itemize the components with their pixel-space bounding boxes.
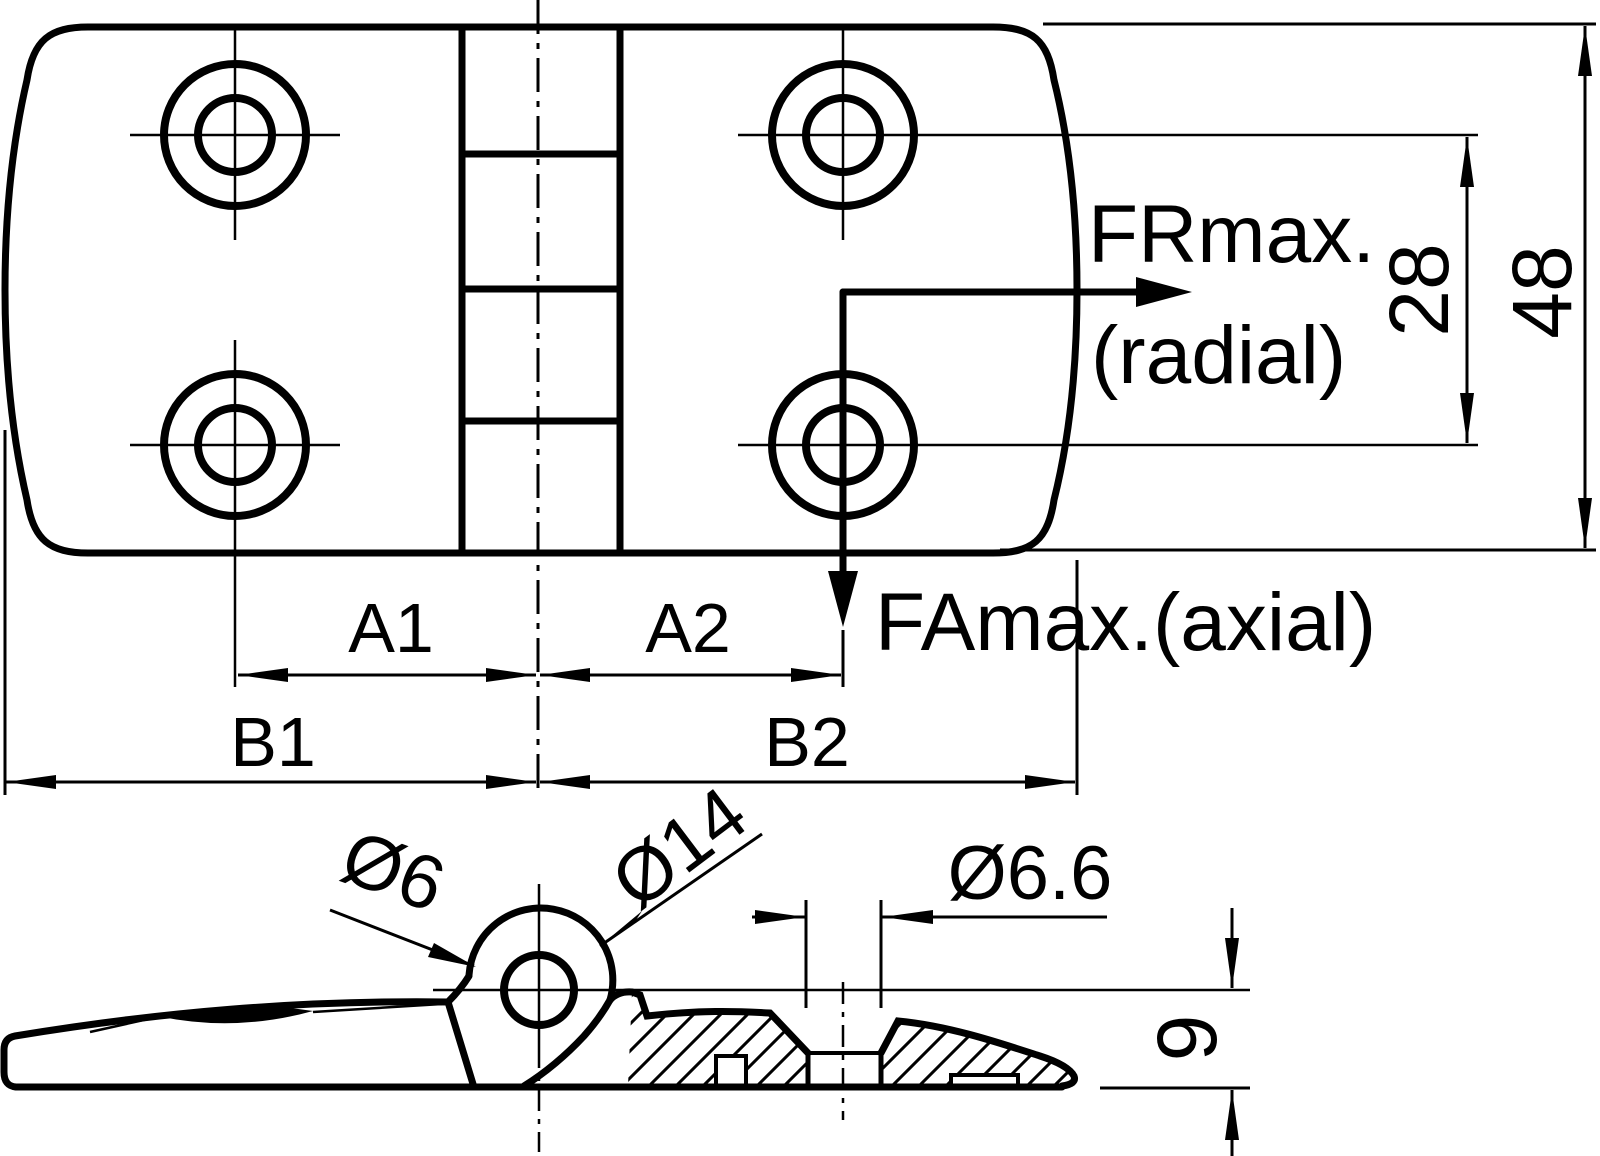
curl-transition-curve [520, 996, 614, 1090]
dia-label-knuckle: Ø14 [597, 771, 763, 925]
bottom-notch-left [714, 1054, 748, 1087]
axial-force-label: FAmax.(axial) [875, 577, 1376, 668]
curl-edge-line [444, 998, 477, 1088]
dim-28: 28 [1372, 137, 1474, 443]
left-leaf-outline [0, 972, 473, 1091]
dim-label-a1: A1 [348, 589, 434, 667]
dim-a2: A2 [540, 589, 841, 682]
dim-label-a2: A2 [645, 589, 731, 667]
dim-b2: B2 [540, 560, 1079, 795]
knuckle-outer-arc [465, 904, 617, 1004]
dim-label-48: 48 [1495, 245, 1589, 338]
leaf-chamfer-line-right [312, 1002, 443, 1014]
leader-pin-diameter: Ø6 [329, 814, 476, 968]
dim-label-9: 9 [1140, 1015, 1234, 1062]
leader-knuckle-diameter: Ø14 [597, 771, 763, 948]
dim-label-b1: B1 [230, 703, 316, 781]
leaf-chamfer-line-left [89, 1014, 163, 1034]
radial-force-label: FRmax. [1088, 189, 1375, 280]
right-leaf-section-outline [606, 988, 1078, 1090]
hinge-plan-view: FRmax. (radial) FAmax.(axial) 28 48 A1 [1, 0, 1596, 795]
dim-b1: B1 [3, 430, 536, 795]
dia-label-mount-hole: Ø6.6 [948, 831, 1113, 916]
dim-label-b2: B2 [764, 703, 850, 781]
dia-label-pin: Ø6 [331, 814, 455, 929]
axial-force-arrow [828, 288, 858, 687]
dim-a1: A1 [238, 589, 536, 682]
radial-force-arrow [839, 277, 1192, 307]
dim-9: 9 [1100, 908, 1250, 1156]
body-outline [1, 23, 1081, 557]
bottom-recess-right [949, 1073, 1020, 1087]
hole-top-right [738, 30, 1478, 240]
dim-label-28: 28 [1372, 243, 1466, 336]
dim-48: 48 [1000, 22, 1596, 552]
radial-force-note: (radial) [1091, 310, 1346, 401]
leaf-top-recess [162, 1006, 313, 1024]
hole-top-left [130, 30, 340, 240]
dim-mount-hole-diameter: Ø6.6 [752, 831, 1112, 1008]
hole-bottom-left [130, 340, 340, 687]
hinge-side-section-view: Ø6 Ø14 Ø6.6 9 [0, 771, 1250, 1156]
